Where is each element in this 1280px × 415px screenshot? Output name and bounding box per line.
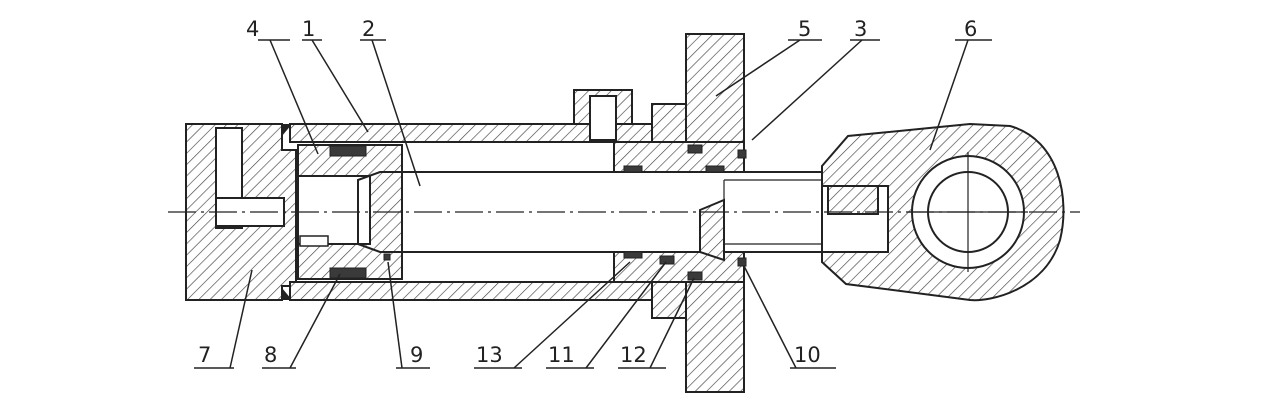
callout-9: 9 [410, 343, 423, 367]
oil-port [573, 89, 633, 141]
callout-2: 2 [362, 17, 375, 41]
rear-end-cap [185, 123, 297, 301]
callout-labels: 4 1 2 5 3 6 7 8 9 13 11 12 10 [198, 17, 977, 367]
callout-11: 11 [548, 343, 575, 367]
callout-7: 7 [198, 343, 211, 367]
callout-3: 3 [854, 17, 867, 41]
callout-13: 13 [476, 343, 503, 367]
front-flange [651, 33, 745, 393]
callout-6: 6 [964, 17, 977, 41]
leader-lines [194, 39, 992, 369]
callout-10: 10 [794, 343, 821, 367]
callout-12: 12 [620, 343, 647, 367]
callout-1: 1 [302, 17, 315, 41]
callout-4: 4 [246, 17, 259, 41]
callout-8: 8 [264, 343, 277, 367]
callout-5: 5 [798, 17, 811, 41]
front-gland [613, 141, 747, 283]
